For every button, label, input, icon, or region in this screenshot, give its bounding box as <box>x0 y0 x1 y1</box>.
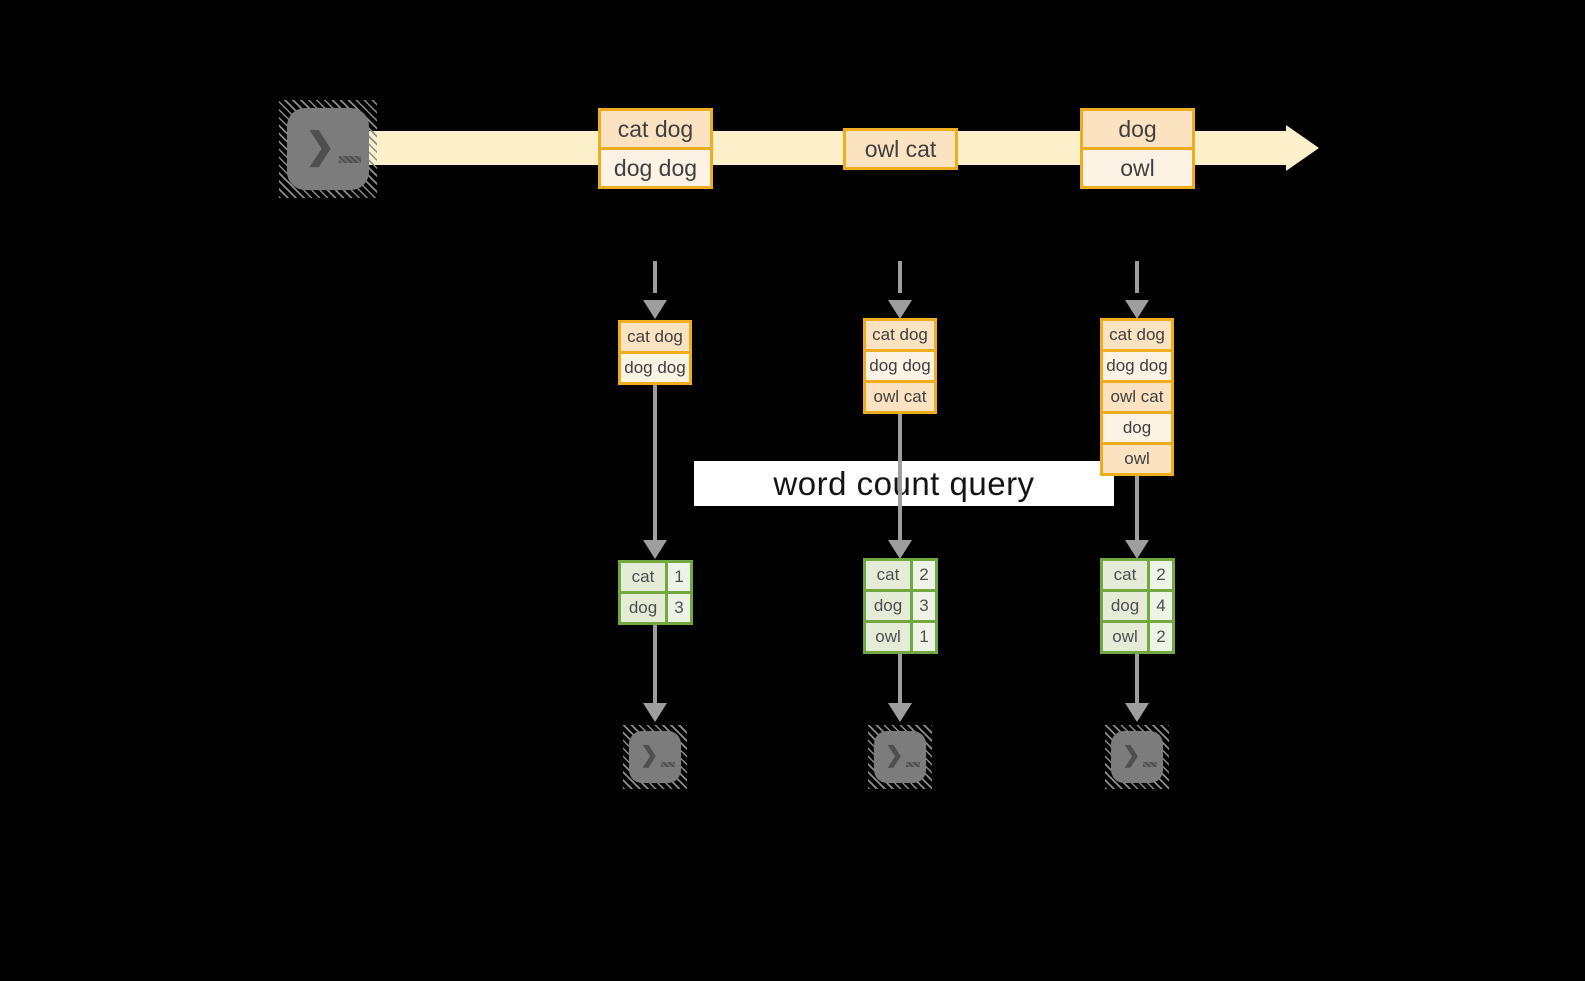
stream-record: dog dog <box>601 150 710 186</box>
flow-line <box>898 414 902 540</box>
count-word: owl <box>866 623 910 651</box>
stream-event-batch-1: cat dog dog dog <box>598 108 713 189</box>
count-word: dog <box>621 594 665 622</box>
flow-arrow-head-icon <box>1125 703 1149 722</box>
terminal-underscore-icon <box>906 762 920 767</box>
dashed-arrow-line <box>1135 261 1139 293</box>
count-table-3: cat 2 dog 4 owl 2 <box>1100 558 1175 654</box>
input-row: dog <box>1103 414 1171 442</box>
stream-record: dog <box>1083 111 1192 147</box>
dashed-arrow-head-icon <box>1125 300 1149 319</box>
flow-arrow-head-icon <box>888 703 912 722</box>
sink-terminal-icon: ❯ <box>623 725 687 789</box>
count-value: 1 <box>668 563 690 591</box>
accumulated-input-3: cat dog dog dog owl cat dog owl <box>1100 318 1174 476</box>
terminal-prompt-icon: ❯ <box>305 125 336 166</box>
count-value: 2 <box>913 561 935 589</box>
flow-line <box>653 625 657 703</box>
count-word: dog <box>1103 592 1147 620</box>
flow-line <box>1135 476 1139 540</box>
stream-record: cat dog <box>601 111 710 147</box>
count-word: owl <box>1103 623 1147 651</box>
sink-terminal-icon: ❯ <box>868 725 932 789</box>
input-row: dog dog <box>621 354 689 382</box>
input-row: owl <box>1103 445 1171 473</box>
stream-event-batch-2: owl cat <box>843 128 958 170</box>
query-label: word count query <box>694 461 1114 506</box>
terminal-prompt-icon: ❯ <box>1122 742 1141 767</box>
flow-arrow-head-icon <box>1125 540 1149 559</box>
input-row: cat dog <box>621 323 689 351</box>
flow-arrow-head-icon <box>643 703 667 722</box>
input-row: dog dog <box>1103 352 1171 380</box>
count-value: 2 <box>1150 623 1172 651</box>
stream-arrow-head-icon <box>1286 125 1319 171</box>
count-value: 3 <box>668 594 690 622</box>
input-row: owl cat <box>866 383 934 411</box>
count-word: cat <box>866 561 910 589</box>
dashed-arrow-line <box>653 261 657 293</box>
count-value: 2 <box>1150 561 1172 589</box>
count-table-1: cat 1 dog 3 <box>618 560 693 625</box>
input-row: cat dog <box>866 321 934 349</box>
count-value: 4 <box>1150 592 1172 620</box>
terminal-prompt-icon: ❯ <box>640 742 659 767</box>
count-word: cat <box>1103 561 1147 589</box>
terminal-screen: ❯ <box>874 731 926 783</box>
accumulated-input-1: cat dog dog dog <box>618 320 692 385</box>
count-word: cat <box>621 563 665 591</box>
terminal-prompt-icon: ❯ <box>885 742 904 767</box>
terminal-screen: ❯ <box>1111 731 1163 783</box>
input-row: dog dog <box>866 352 934 380</box>
input-row: cat dog <box>1103 321 1171 349</box>
flow-arrow-head-icon <box>888 540 912 559</box>
count-table-2: cat 2 dog 3 owl 1 <box>863 558 938 654</box>
stream-record: owl cat <box>846 131 955 167</box>
dashed-arrow-line <box>898 261 902 293</box>
terminal-screen: ❯ <box>287 108 369 190</box>
stream-record: owl <box>1083 150 1192 186</box>
flow-line <box>653 385 657 540</box>
sink-terminal-icon: ❯ <box>1105 725 1169 789</box>
flow-line <box>898 654 902 703</box>
count-value: 1 <box>913 623 935 651</box>
dashed-arrow-head-icon <box>643 300 667 319</box>
accumulated-input-2: cat dog dog dog owl cat <box>863 318 937 414</box>
input-row: owl cat <box>1103 383 1171 411</box>
dashed-arrow-head-icon <box>888 300 912 319</box>
terminal-underscore-icon <box>339 156 361 163</box>
terminal-screen: ❯ <box>629 731 681 783</box>
flow-line <box>1135 654 1139 703</box>
terminal-underscore-icon <box>1143 762 1157 767</box>
count-word: dog <box>866 592 910 620</box>
stream-event-batch-3: dog owl <box>1080 108 1195 189</box>
terminal-underscore-icon <box>661 762 675 767</box>
flow-arrow-head-icon <box>643 540 667 559</box>
count-value: 3 <box>913 592 935 620</box>
source-terminal-icon: ❯ <box>279 100 377 198</box>
